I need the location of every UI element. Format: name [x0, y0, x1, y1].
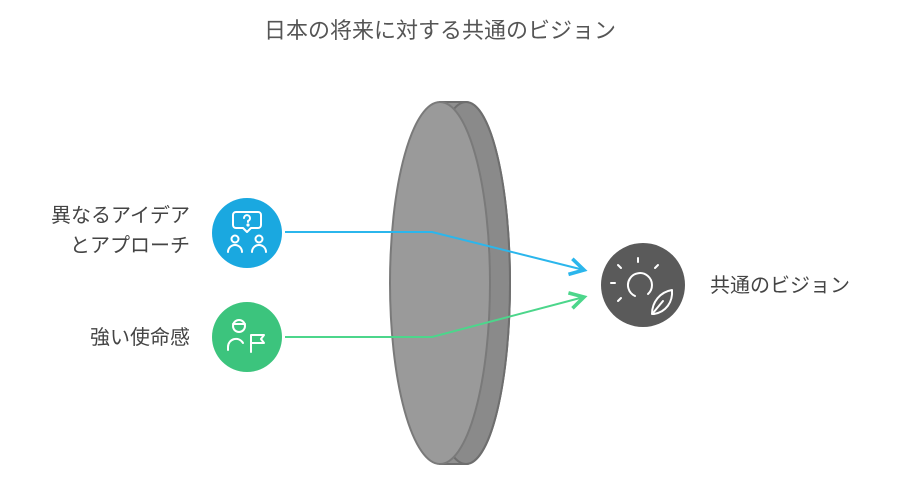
input-mission: 強い使命感: [90, 302, 282, 372]
connector-mission: [285, 291, 588, 338]
mission-circle: [212, 302, 282, 372]
people-question-icon: [227, 211, 267, 253]
ideas-label-line1: 異なるアイデア: [51, 203, 190, 227]
connector-ideas: [285, 231, 588, 277]
vision-label: 共通のビジョン: [710, 273, 850, 297]
lens-face: [389, 101, 491, 465]
lens: [389, 101, 512, 465]
output-vision: 共通のビジョン: [601, 243, 850, 327]
sun-leaf-icon: [610, 257, 674, 315]
page-title: 日本の将来に対する共通のビジョン: [264, 19, 616, 44]
input-ideas: 異なるアイデア とアプローチ: [51, 198, 282, 268]
ideas-circle: [212, 198, 282, 268]
ideas-label-line2: とアプローチ: [70, 233, 190, 257]
mission-label: 強い使命感: [90, 325, 190, 349]
vision-circle: [601, 243, 685, 327]
person-flag-icon: [226, 319, 265, 353]
